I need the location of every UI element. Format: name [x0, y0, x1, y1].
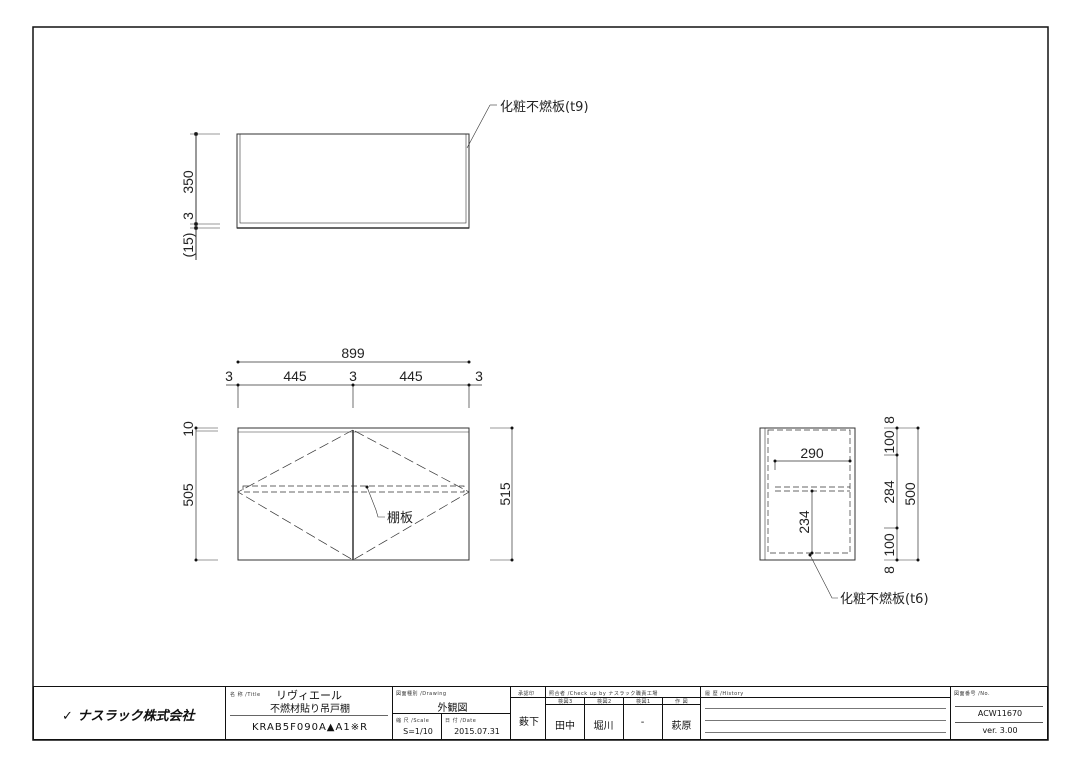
drawing-label: 図面種別 /Drawing — [396, 691, 447, 697]
approval-label: 承認印 — [518, 691, 535, 697]
dim-284: 284 — [881, 480, 897, 504]
dim-100-upper: 100 — [881, 430, 897, 454]
title-sub: 不燃材貼り吊戸棚 — [270, 704, 350, 715]
dim-10: 10 — [180, 421, 196, 437]
check-col-drafter: 作 図 — [675, 699, 689, 705]
company-name: ナスラック株式会社 — [77, 709, 195, 724]
approval-cell: 承認印 薮下 — [510, 686, 546, 740]
dim-290: 290 — [800, 445, 824, 461]
company-cell: ✓ ナスラック株式会社 — [33, 686, 226, 740]
date-value: 2015.07.31 — [454, 727, 500, 736]
side-view — [759, 426, 920, 599]
scale-value: S=1/10 — [403, 727, 433, 736]
check-col-3: 検図3 — [558, 699, 573, 705]
checker-1: - — [640, 717, 645, 728]
drawing-number: ACW11670 — [977, 709, 1023, 718]
dim-899: 899 — [341, 345, 365, 361]
scale-cell: 縮 尺 /Scale S=1/10 — [392, 713, 442, 740]
callout-t6: 化粧不燃板(t6) — [840, 591, 929, 607]
check-label: 照合者 /Check up by ナスラック職責工場 — [549, 691, 658, 697]
approval-stamp: 薮下 — [519, 717, 539, 728]
title-name: リヴィエール — [276, 689, 342, 702]
dim-gap-left: 3 — [225, 368, 233, 384]
callout-t9: 化粧不燃板(t9) — [500, 99, 589, 115]
model-number: KRAB5F090A▲A1※R — [251, 722, 369, 733]
dim-515: 515 — [497, 482, 513, 506]
dim-350: 350 — [180, 170, 196, 194]
check-cell: 照合者 /Check up by ナスラック職責工場 検図3 検図2 検図1 作… — [545, 686, 701, 740]
checker-3: 田中 — [555, 721, 575, 732]
dim-gap-right: 3 — [475, 368, 483, 384]
company-logo: ✓ ナスラック株式会社 — [62, 705, 194, 724]
history-label: 履 歴 /History — [705, 691, 744, 697]
check-col-2: 検図2 — [597, 699, 612, 705]
drafter: 萩原 — [671, 721, 692, 732]
dim-gap-mid: 3 — [349, 368, 357, 384]
date-cell: 日 付 /Date 2015.07.31 — [441, 713, 511, 740]
check-col-1: 検図1 — [636, 699, 651, 705]
history-cell: 履 歴 /History — [700, 686, 951, 740]
logo-mark-icon: ✓ — [62, 709, 73, 724]
top-view — [190, 104, 497, 260]
dim-500: 500 — [902, 482, 918, 506]
dim-234: 234 — [796, 510, 812, 534]
dim-100-lower: 100 — [881, 533, 897, 557]
dim-door-right: 445 — [399, 368, 423, 384]
drawing-cell: 図面種別 /Drawing 外観図 — [392, 686, 511, 714]
dim-8-bottom: 8 — [881, 566, 897, 574]
dim-8-top: 8 — [881, 416, 897, 424]
number-label: 図面番号 /No. — [954, 691, 991, 697]
drawing-border — [32, 26, 1049, 741]
dim-door-left: 445 — [283, 368, 307, 384]
dim-3: 3 — [180, 212, 196, 220]
title-cell: 名 称 /Title リヴィエール 不燃材貼り吊戸棚 KRAB5F090A▲A1… — [225, 686, 393, 740]
scale-label: 縮 尺 /Scale — [396, 718, 430, 724]
checker-2: 堀川 — [593, 721, 614, 732]
dim-505: 505 — [180, 483, 196, 507]
number-cell: 図面番号 /No. ACW11670 ver. 3.00 — [950, 686, 1048, 740]
drawing-type: 外観図 — [437, 703, 468, 714]
callout-shelf: 棚板 — [387, 511, 413, 526]
title-label: 名 称 /Title — [230, 692, 261, 698]
dim-15: (15) — [180, 233, 196, 258]
date-label: 日 付 /Date — [445, 718, 477, 724]
version: ver. 3.00 — [982, 726, 1018, 735]
front-view — [194, 360, 514, 562]
